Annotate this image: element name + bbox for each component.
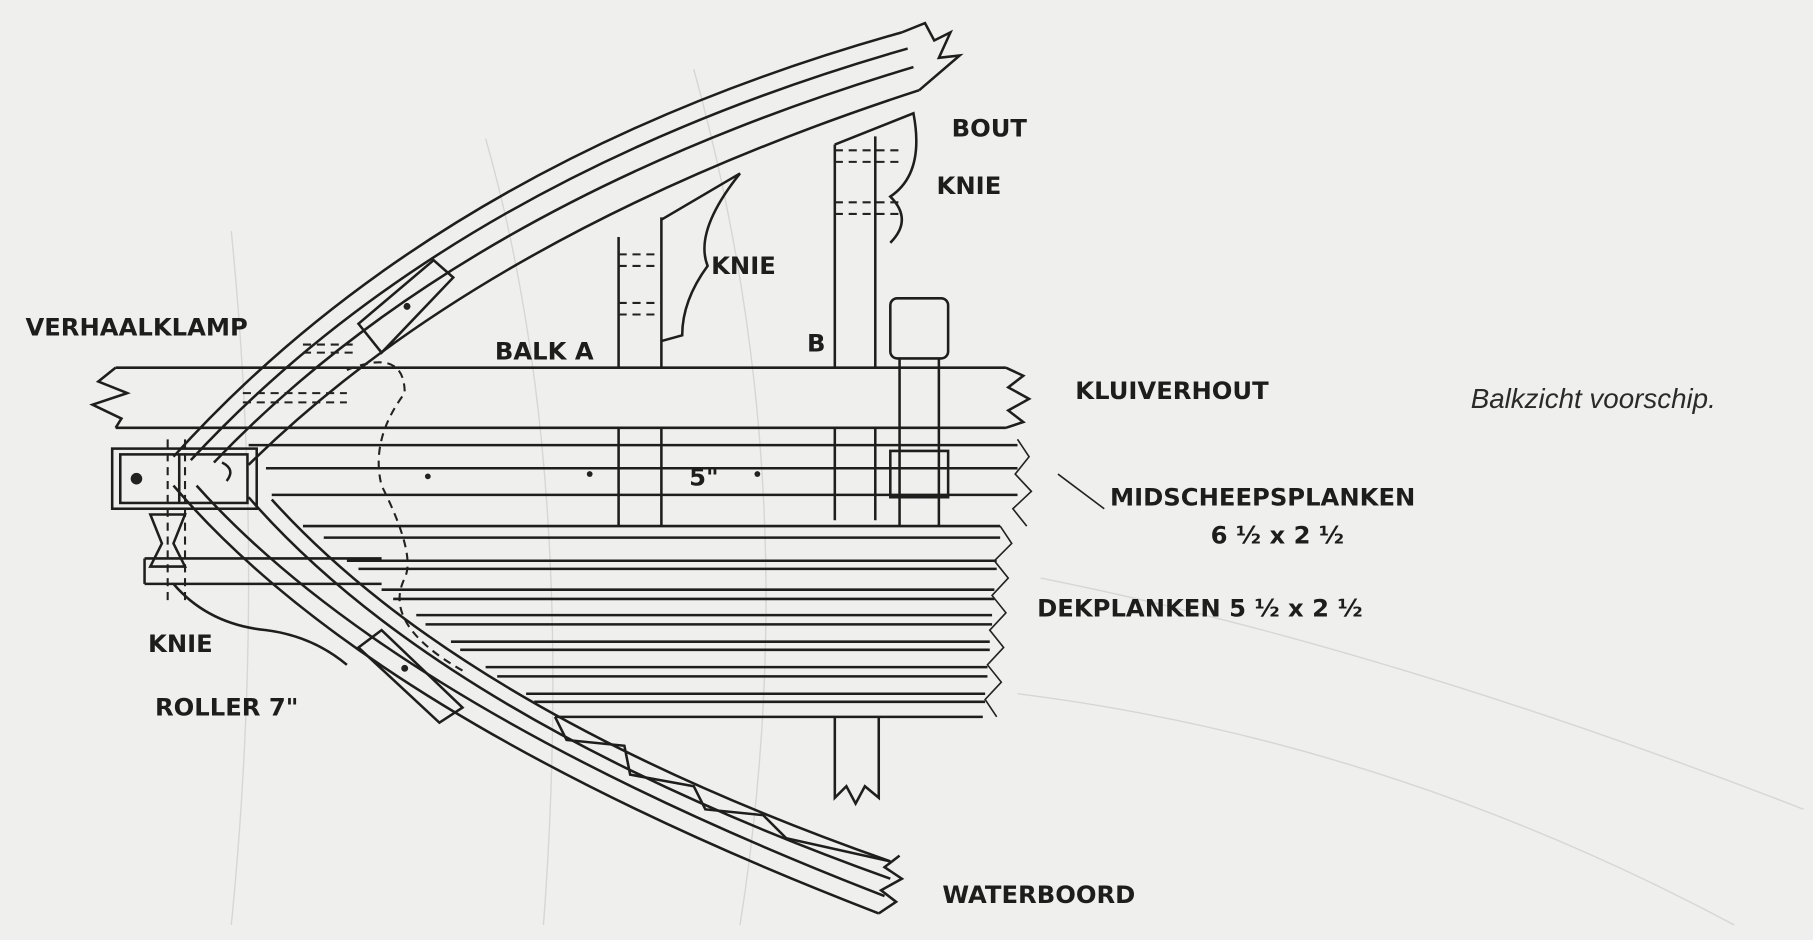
midscheepsplanken <box>248 438 1105 527</box>
post-balk-a <box>617 217 663 527</box>
lower-beam <box>143 557 382 666</box>
label-b: B <box>807 328 826 357</box>
label-balk-a: BALK A <box>495 337 594 366</box>
label-knie-top: KNIE <box>937 171 1002 200</box>
background-ghost-lines <box>230 69 1804 926</box>
label-waterboord: WATERBOORD <box>942 880 1135 909</box>
label-five-inch: 5" <box>689 463 719 492</box>
dekplanken <box>302 524 1013 719</box>
label-dekplanken: DEKPLANKEN 5 ½ x 2 ½ <box>1037 593 1362 622</box>
verhaalklamp-dashes <box>242 343 359 404</box>
label-midscheepsplanken: MIDSCHEEPSPLANKEN <box>1110 482 1415 511</box>
label-knie-mid: KNIE <box>711 251 776 280</box>
label-kluiverhout: KLUIVERHOUT <box>1075 376 1269 405</box>
bitt <box>889 297 950 527</box>
fore-box <box>110 439 258 602</box>
post-b <box>833 136 905 807</box>
label-knie-low: KNIE <box>148 629 213 658</box>
caption: Balkzicht voorschip. <box>1471 383 1716 414</box>
label-bout: BOUT <box>952 113 1028 142</box>
waterboord-curve <box>172 484 905 915</box>
label-midscheepsplanken-size: 6 ½ x 2 ½ <box>1211 520 1344 549</box>
kluiverhout-beam <box>89 366 1032 430</box>
upper-gunwale <box>172 21 964 466</box>
label-roller: ROLLER 7" <box>155 693 298 722</box>
hull-dashed-line <box>346 361 464 672</box>
label-verhaalklamp: VERHAALKLAMP <box>25 312 247 341</box>
knee-top <box>834 111 918 244</box>
knee-mid <box>660 172 741 343</box>
